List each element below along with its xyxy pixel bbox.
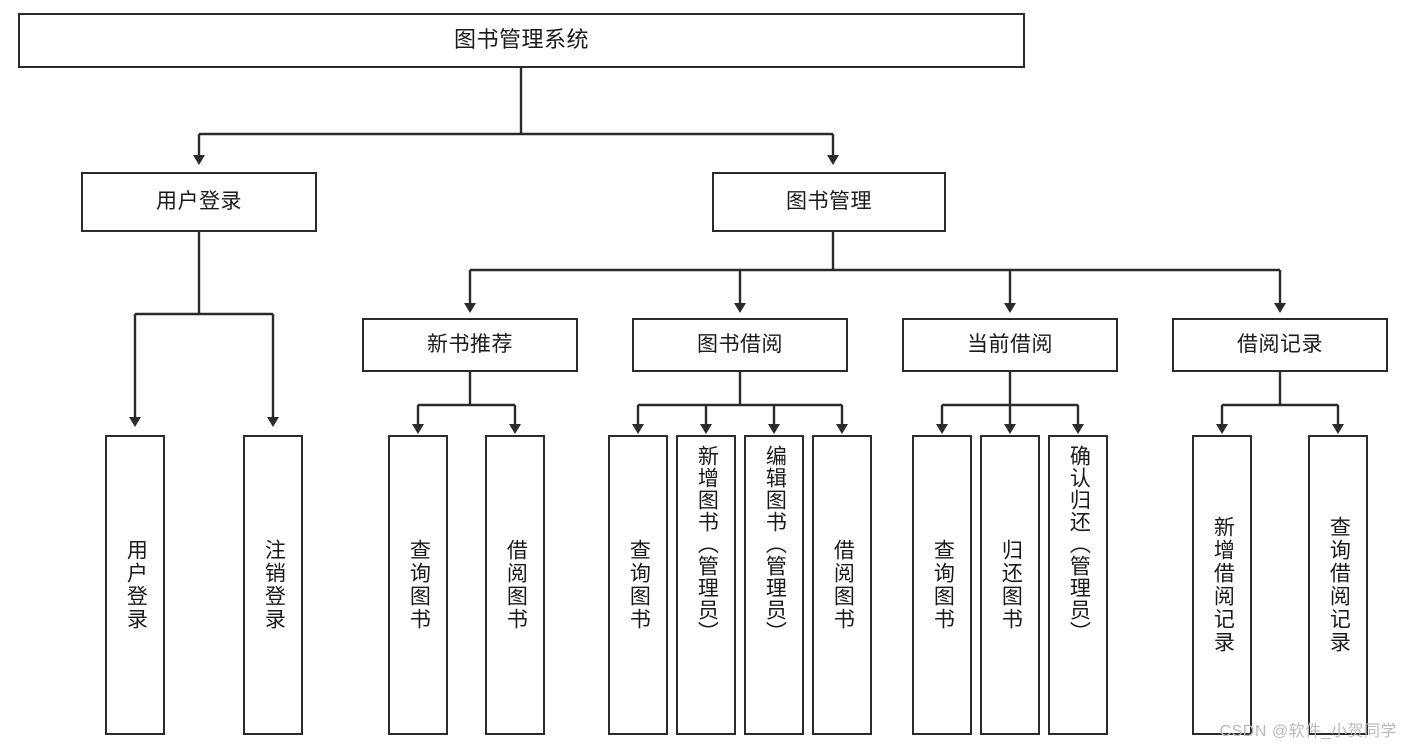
watermark: CSDN @软件_小贺同学 [1219, 723, 1397, 740]
node-label: 新增借阅记录 [1211, 516, 1235, 654]
node-label: 查询图书 [407, 539, 431, 631]
node-root-book-management-system[interactable]: 图书管理系统 [18, 13, 1025, 68]
leaf-edit-book-admin[interactable]: 编辑图书（管理员） [744, 435, 804, 735]
node-label: 归还图书 [999, 539, 1023, 631]
leaf-add-borrow-record[interactable]: 新增借阅记录 [1192, 435, 1252, 735]
leaf-borrow-book-new[interactable]: 借阅图书 [485, 435, 545, 735]
leaf-query-borrow-record[interactable]: 查询借阅记录 [1308, 435, 1368, 735]
node-label: 查询图书 [627, 539, 651, 631]
node-label: 借阅图书 [831, 539, 855, 631]
node-book-borrow[interactable]: 图书借阅 [632, 318, 848, 372]
node-label: 注销登录 [262, 539, 286, 631]
node-label: 借阅图书 [504, 539, 528, 631]
node-label: 用户登录 [124, 539, 148, 631]
leaf-query-book-borrow[interactable]: 查询图书 [608, 435, 668, 735]
node-label: 图书管理 [786, 190, 872, 214]
leaf-user-login[interactable]: 用户登录 [105, 435, 165, 735]
leaf-add-book-admin[interactable]: 新增图书（管理员） [676, 435, 736, 735]
node-book-management[interactable]: 图书管理 [712, 172, 946, 232]
node-label: 用户登录 [156, 190, 242, 214]
leaf-query-book-new[interactable]: 查询图书 [388, 435, 448, 735]
node-label: 图书借阅 [697, 333, 783, 357]
node-label: 编辑图书（管理员） [763, 445, 787, 643]
node-label: 查询借阅记录 [1327, 516, 1351, 654]
node-label: 借阅记录 [1237, 333, 1323, 357]
node-current-borrow[interactable]: 当前借阅 [902, 318, 1118, 372]
leaf-logout[interactable]: 注销登录 [243, 435, 303, 735]
leaf-confirm-return-admin[interactable]: 确认归还（管理员） [1048, 435, 1108, 735]
leaf-return-book[interactable]: 归还图书 [980, 435, 1040, 735]
node-label: 当前借阅 [967, 333, 1053, 357]
node-user-login[interactable]: 用户登录 [81, 172, 317, 232]
node-label: 图书管理系统 [453, 27, 589, 53]
leaf-query-book-current[interactable]: 查询图书 [912, 435, 972, 735]
node-label: 新增图书（管理员） [695, 445, 719, 643]
node-new-book-recommendation[interactable]: 新书推荐 [362, 318, 578, 372]
node-label: 确认归还（管理员） [1067, 445, 1091, 643]
leaf-borrow-book[interactable]: 借阅图书 [812, 435, 872, 735]
node-label: 新书推荐 [427, 333, 513, 357]
node-borrow-record[interactable]: 借阅记录 [1172, 318, 1388, 372]
node-label: 查询图书 [931, 539, 955, 631]
